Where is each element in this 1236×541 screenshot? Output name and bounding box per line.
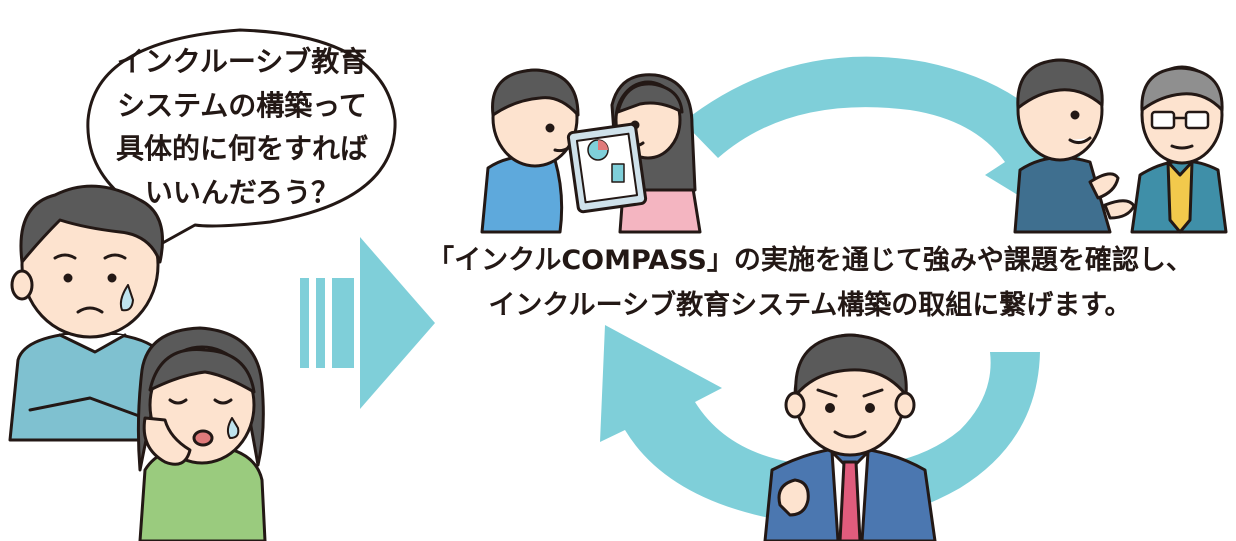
worried-woman-icon bbox=[136, 326, 267, 541]
bubble-line: インクルーシブ教育 bbox=[116, 45, 368, 78]
cycle-arrow-top-icon bbox=[683, 56, 1082, 231]
worried-man-icon bbox=[8, 184, 172, 442]
confident-man-icon bbox=[763, 333, 937, 541]
speech-bubble-text: インクルーシブ教育 システムの構築って 具体的に何をすれば いいんだろう？ bbox=[92, 40, 392, 215]
transition-arrow-icon bbox=[300, 237, 435, 409]
caption-line: インクルーシブ教育システム構築の取組に繋げます。 bbox=[488, 290, 1132, 322]
man-explaining-icon bbox=[1013, 58, 1136, 234]
bubble-line: 具体的に何をすれば bbox=[115, 132, 368, 166]
caption-text: 「インクルCOMPASS」の実施を通じて強みや課題を確認し、 インクルーシブ教育… bbox=[400, 238, 1220, 328]
speech-bubble-icon bbox=[86, 28, 397, 252]
cycle-arrow-bottom-icon bbox=[600, 325, 1040, 525]
man-with-glasses-icon bbox=[1130, 65, 1228, 234]
tablet-icon bbox=[566, 122, 648, 214]
caption-line: 「インクルCOMPASS」の実施を通じて強みや課題を確認し、 bbox=[427, 245, 1193, 276]
bubble-line: システムの構築って bbox=[117, 88, 367, 122]
man-listening-icon bbox=[480, 68, 580, 234]
bubble-line: いいんだろう？ bbox=[144, 176, 340, 210]
